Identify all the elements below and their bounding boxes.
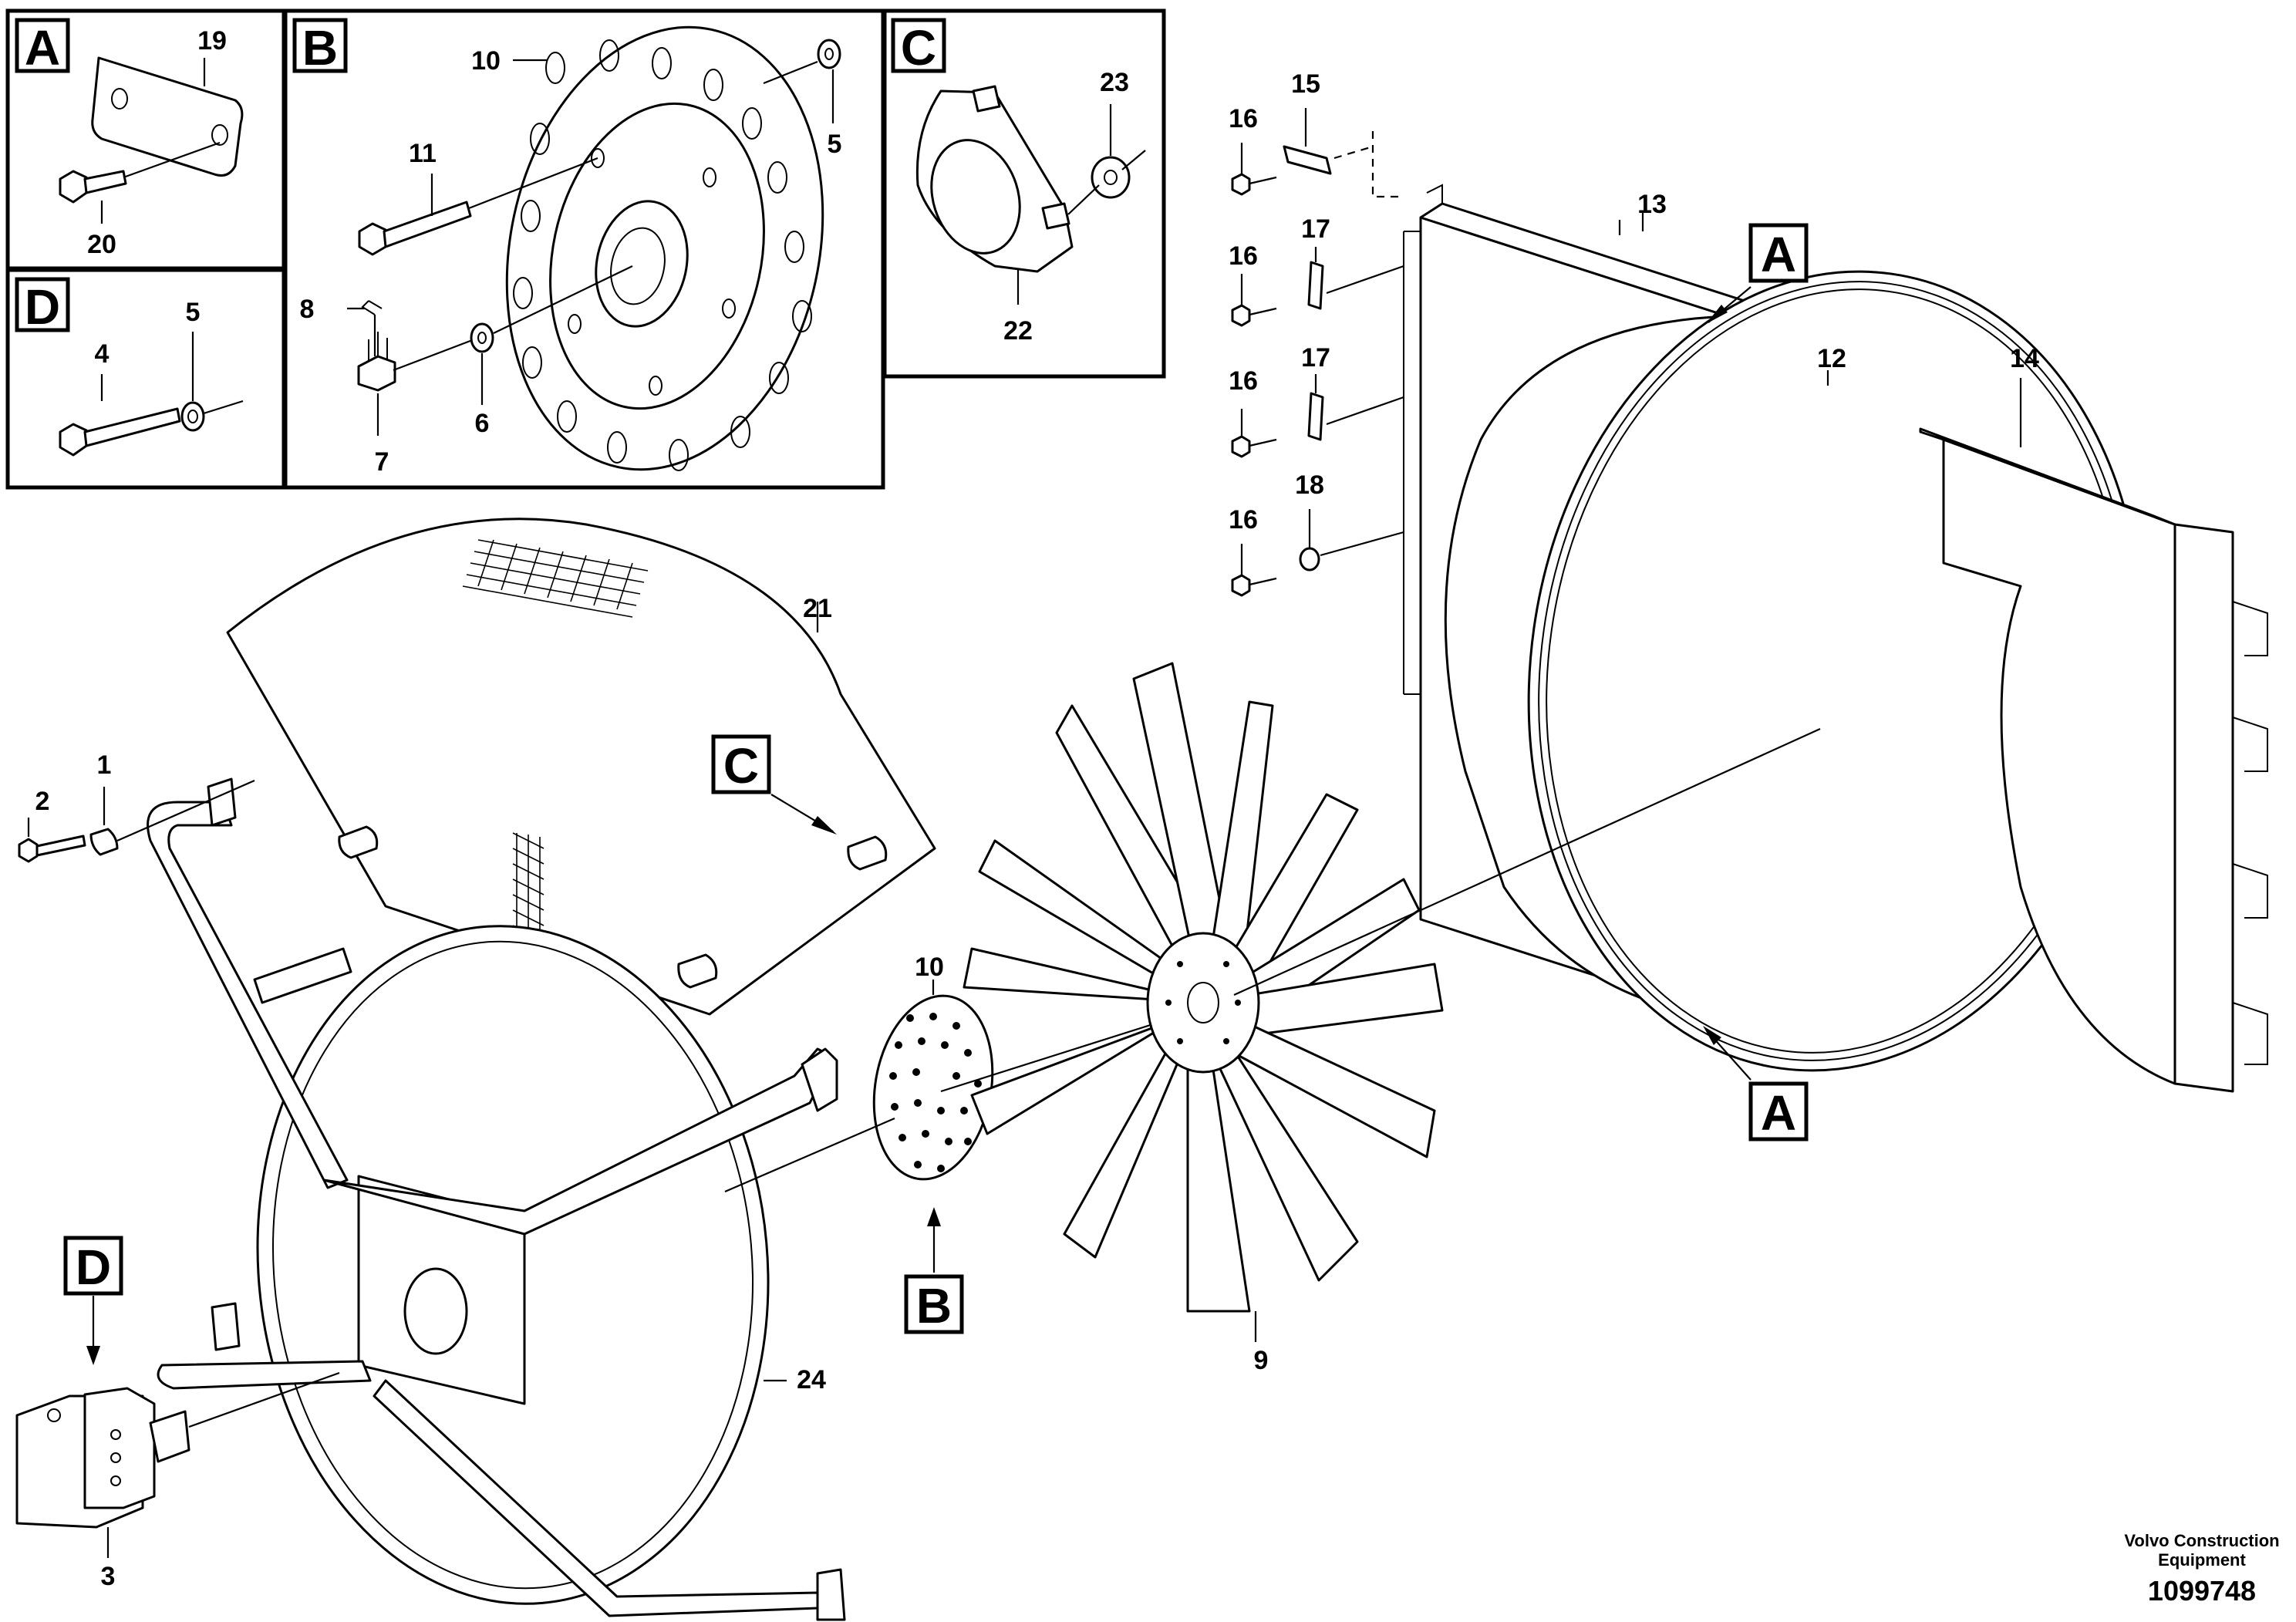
footer-company-line2: Equipment — [2158, 1550, 2246, 1570]
bolt-2-and-spacer-1: 2 1 — [18, 750, 255, 863]
hub-bolt-holes — [513, 39, 812, 471]
plate-10: 10 — [872, 953, 1173, 1181]
section-label-C: C — [901, 20, 936, 76]
fan-guard-21: 21 — [226, 518, 936, 1016]
bolts-16 — [1231, 173, 1277, 597]
fan-frame-24: 24 — [147, 777, 846, 1621]
fan-9: 9 — [963, 662, 1821, 1375]
detail-panel-C: C 23 22 — [882, 8, 1166, 379]
washer-6 — [470, 322, 494, 353]
callout-6: 6 — [475, 409, 490, 438]
bolt-11-head — [358, 222, 387, 256]
footer-company-line1: Volvo Construction — [2124, 1531, 2279, 1550]
clamp-22-nut-top — [972, 85, 1001, 113]
bolt-4-shank — [83, 407, 181, 447]
bolt-20-shank — [83, 170, 127, 194]
fastener-group: 16 16 16 16 15 17 17 18 — [1229, 69, 1404, 597]
callout-11: 11 — [409, 139, 437, 168]
ref-A-top: A — [1761, 227, 1796, 282]
footer-drawing-number: 1099748 — [2148, 1575, 2256, 1607]
detail-panel-A: A 19 20 — [5, 8, 286, 271]
panel-14 — [1919, 427, 2268, 1093]
callout-19: 19 — [197, 26, 227, 56]
nut-5 — [180, 401, 205, 432]
callout-10: 10 — [915, 953, 944, 982]
cotter-pin-8 — [361, 300, 383, 315]
callout-2: 2 — [35, 787, 50, 816]
washer-23 — [1091, 156, 1131, 199]
callout-17-b: 17 — [1301, 343, 1330, 373]
callout-7: 7 — [375, 447, 389, 477]
callout-16-d: 16 — [1229, 505, 1258, 534]
ref-A-bottom: A — [1761, 1085, 1796, 1141]
callout-5-d: 5 — [186, 298, 201, 327]
callout-22: 22 — [1003, 316, 1033, 346]
nut-5-b — [817, 39, 841, 69]
callout-15: 15 — [1291, 69, 1320, 99]
bolt-11-shank — [383, 201, 472, 248]
callout-20: 20 — [87, 230, 116, 259]
clamp-22-nut-side — [1041, 202, 1070, 230]
callout-16-c: 16 — [1229, 366, 1258, 396]
section-label-A: A — [25, 20, 60, 76]
callout-23: 23 — [1100, 68, 1129, 97]
callout-13: 13 — [1637, 190, 1667, 219]
section-label-D: D — [25, 279, 60, 335]
callout-24: 24 — [797, 1365, 826, 1394]
hydraulic-motor-3: 3 — [15, 1371, 340, 1591]
bracket-15 — [1283, 145, 1332, 175]
section-label-B: B — [302, 20, 338, 76]
bracket-17-b — [1307, 392, 1324, 441]
callout-18: 18 — [1295, 470, 1324, 500]
plate-19 — [91, 56, 244, 177]
ref-D: D — [76, 1239, 111, 1295]
callout-10-b: 10 — [471, 46, 501, 76]
ref-B: B — [916, 1278, 952, 1334]
callout-21: 21 — [803, 594, 832, 623]
callout-5-b: 5 — [828, 130, 842, 159]
washer-18 — [1299, 547, 1320, 572]
detail-panel-D: D 4 5 — [5, 268, 286, 490]
bracket-17-a — [1307, 261, 1324, 310]
callout-9: 9 — [1254, 1346, 1269, 1375]
footer-block: Volvo Construction Equipment 1099748 — [2124, 1531, 2279, 1607]
bolt-4-head — [59, 423, 88, 457]
callout-16-b: 16 — [1229, 241, 1258, 271]
callout-14: 14 — [2010, 344, 2039, 373]
detail-panel-B: B — [283, 8, 885, 490]
callout-1: 1 — [97, 750, 112, 780]
callout-12: 12 — [1817, 344, 1846, 373]
callout-3: 3 — [101, 1562, 116, 1591]
callout-4-label: 4 — [95, 339, 110, 369]
callout-8: 8 — [300, 295, 315, 324]
callout-17-a: 17 — [1301, 214, 1330, 244]
bolt-20-head — [59, 170, 88, 204]
hub-10-bore — [595, 200, 689, 328]
callout-16-a: 16 — [1229, 104, 1258, 133]
ref-C: C — [723, 738, 759, 794]
castle-nut-7 — [357, 355, 396, 392]
